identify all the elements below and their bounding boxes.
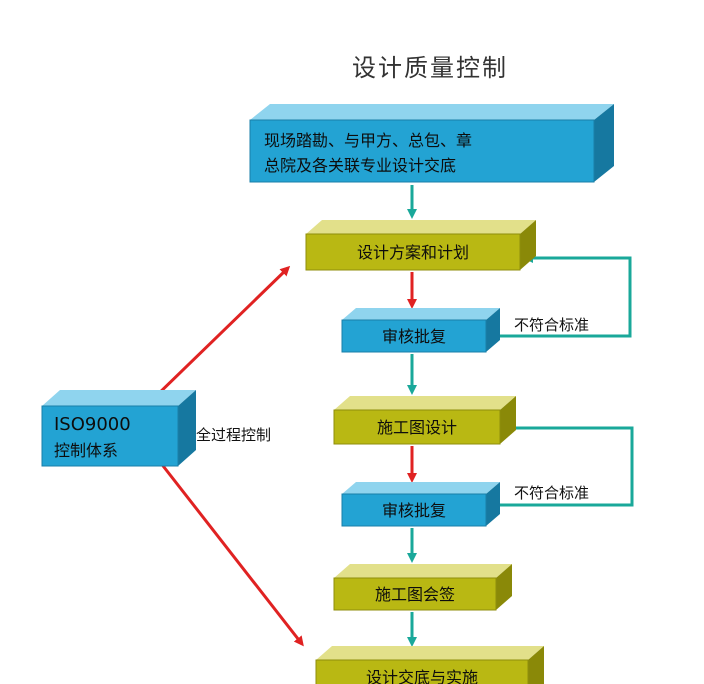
node-plan: 设计方案和计划 xyxy=(305,220,536,271)
node-signoff: 施工图会签 xyxy=(333,564,512,611)
connector-iso-to-plan xyxy=(150,265,291,402)
node-handover: 设计交底与实施 xyxy=(315,646,544,684)
node-construction: 施工图设计 xyxy=(333,396,516,445)
node-review1: 审核批复 xyxy=(341,308,500,353)
reject-label-2: 不符合标准 xyxy=(514,484,590,502)
node-review1-label: 审核批复 xyxy=(382,327,446,346)
node-iso: ISO9000 控制体系 xyxy=(41,390,196,467)
connectors xyxy=(150,185,634,647)
node-plan-label: 设计方案和计划 xyxy=(357,243,469,262)
node-iso-line2: 控制体系 xyxy=(54,441,118,460)
node-handover-label: 设计交底与实施 xyxy=(366,668,478,684)
node-construction-label: 施工图设计 xyxy=(377,418,457,437)
node-review2: 审核批复 xyxy=(341,482,500,527)
node-iso-line1: ISO9000 xyxy=(54,414,131,435)
node-review2-label: 审核批复 xyxy=(382,501,446,520)
reject-label-1: 不符合标准 xyxy=(514,316,590,334)
full-process-label: 全过程控制 xyxy=(196,426,272,444)
node-signoff-label: 施工图会签 xyxy=(375,585,455,604)
connector-iso-to-handover xyxy=(158,461,304,647)
feedback-loop-2 xyxy=(486,423,634,507)
node-top: 现场踏勘、与甲方、总包、章 总院及各关联专业设计交底 xyxy=(249,104,614,183)
diagram-title: 设计质量控制 xyxy=(352,54,508,82)
node-top-line2: 总院及各关联专业设计交底 xyxy=(264,156,456,175)
feedback-loop-1 xyxy=(486,253,632,338)
node-top-line1: 现场踏勘、与甲方、总包、章 xyxy=(264,131,472,150)
